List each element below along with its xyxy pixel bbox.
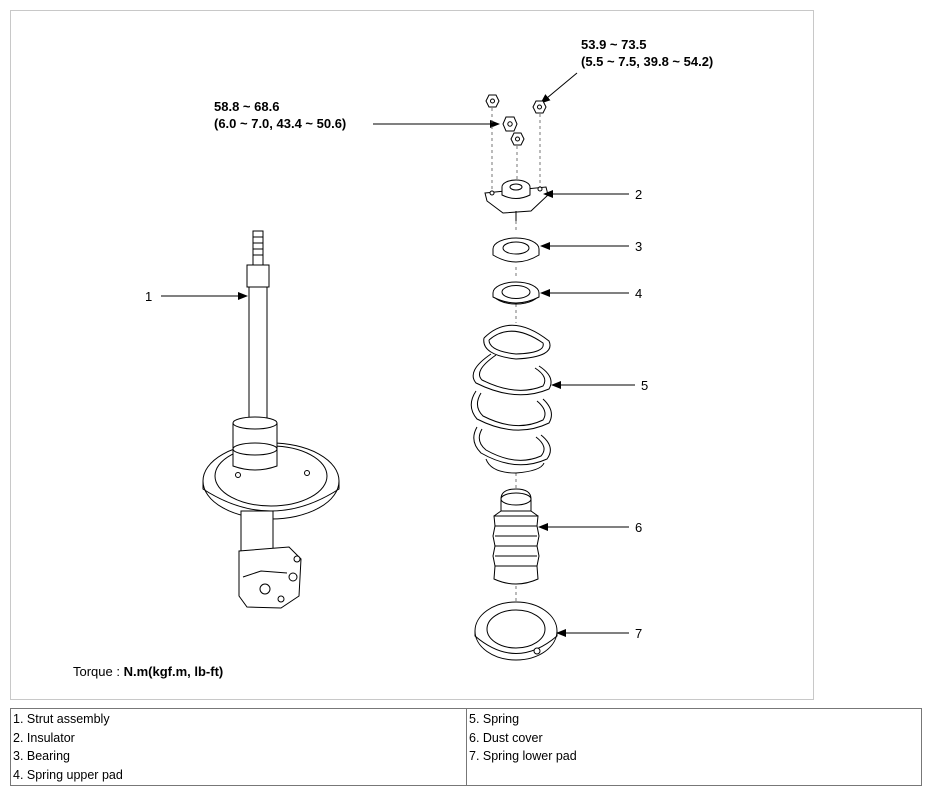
torque-spec-top-line2: (5.5 ~ 7.5, 39.8 ~ 54.2) bbox=[581, 54, 713, 69]
assembly-lines bbox=[491, 108, 541, 603]
legend-item: 5. Spring bbox=[469, 712, 520, 726]
callout-leaders bbox=[161, 190, 635, 637]
spring-lower-pad-part bbox=[474, 601, 558, 661]
legend-item: 6. Dust cover bbox=[469, 730, 543, 745]
torque-spec-left-line1: 58.8 ~ 68.6 bbox=[214, 99, 279, 114]
dust-cover-part bbox=[492, 488, 540, 585]
legend-item: 2. Insulator bbox=[13, 730, 75, 745]
callout-number-7: 7 bbox=[635, 626, 642, 641]
callout-number-2: 2 bbox=[635, 187, 642, 202]
leader-torque-top bbox=[540, 72, 578, 104]
torque-spec-left-line2: (6.0 ~ 7.0, 43.4 ~ 50.6) bbox=[214, 116, 346, 131]
nut-left bbox=[485, 94, 500, 108]
legend-column-right: 5. Spring 6. Dust cover 7. Spring lower … bbox=[466, 709, 921, 785]
torque-note-label: Torque : bbox=[73, 664, 124, 679]
callout-number-4: 4 bbox=[635, 286, 642, 301]
callout-number-5: 5 bbox=[641, 378, 648, 393]
callout-number-6: 6 bbox=[635, 520, 642, 535]
nut-center bbox=[502, 116, 518, 132]
nut-right bbox=[532, 100, 547, 114]
legend-item: 4. Spring upper pad bbox=[13, 767, 123, 782]
bearing-part bbox=[492, 237, 540, 263]
strut-assembly-part bbox=[202, 230, 340, 609]
callout-number-3: 3 bbox=[635, 239, 642, 254]
torque-note-units: N.m(kgf.m, lb-ft) bbox=[124, 664, 224, 679]
legend-item: 7. Spring lower pad bbox=[469, 749, 577, 763]
insulator-part bbox=[484, 179, 549, 221]
torque-spec-top-line1: 53.9 ~ 73.5 bbox=[581, 37, 646, 52]
parts-legend-table: 1. Strut assembly 2. Insulator 3. Bearin… bbox=[10, 708, 922, 786]
callout-number-1: 1 bbox=[145, 289, 152, 304]
exploded-diagram: 53.9 ~ 73.5 (5.5 ~ 7.5, 39.8 ~ 54.2) 58.… bbox=[10, 10, 814, 700]
torque-note: Torque : N.m(kgf.m, lb-ft) bbox=[73, 664, 223, 679]
legend-column-left: 1. Strut assembly 2. Insulator 3. Bearin… bbox=[11, 709, 466, 785]
nut-small bbox=[510, 132, 525, 146]
legend-item: 3. Bearing bbox=[13, 749, 70, 763]
legend-item: 1. Strut assembly bbox=[13, 712, 110, 726]
spring-upper-pad-part bbox=[492, 281, 540, 305]
spring-part bbox=[470, 324, 552, 474]
diagram-canvas: 53.9 ~ 73.5 (5.5 ~ 7.5, 39.8 ~ 54.2) 58.… bbox=[73, 37, 713, 679]
